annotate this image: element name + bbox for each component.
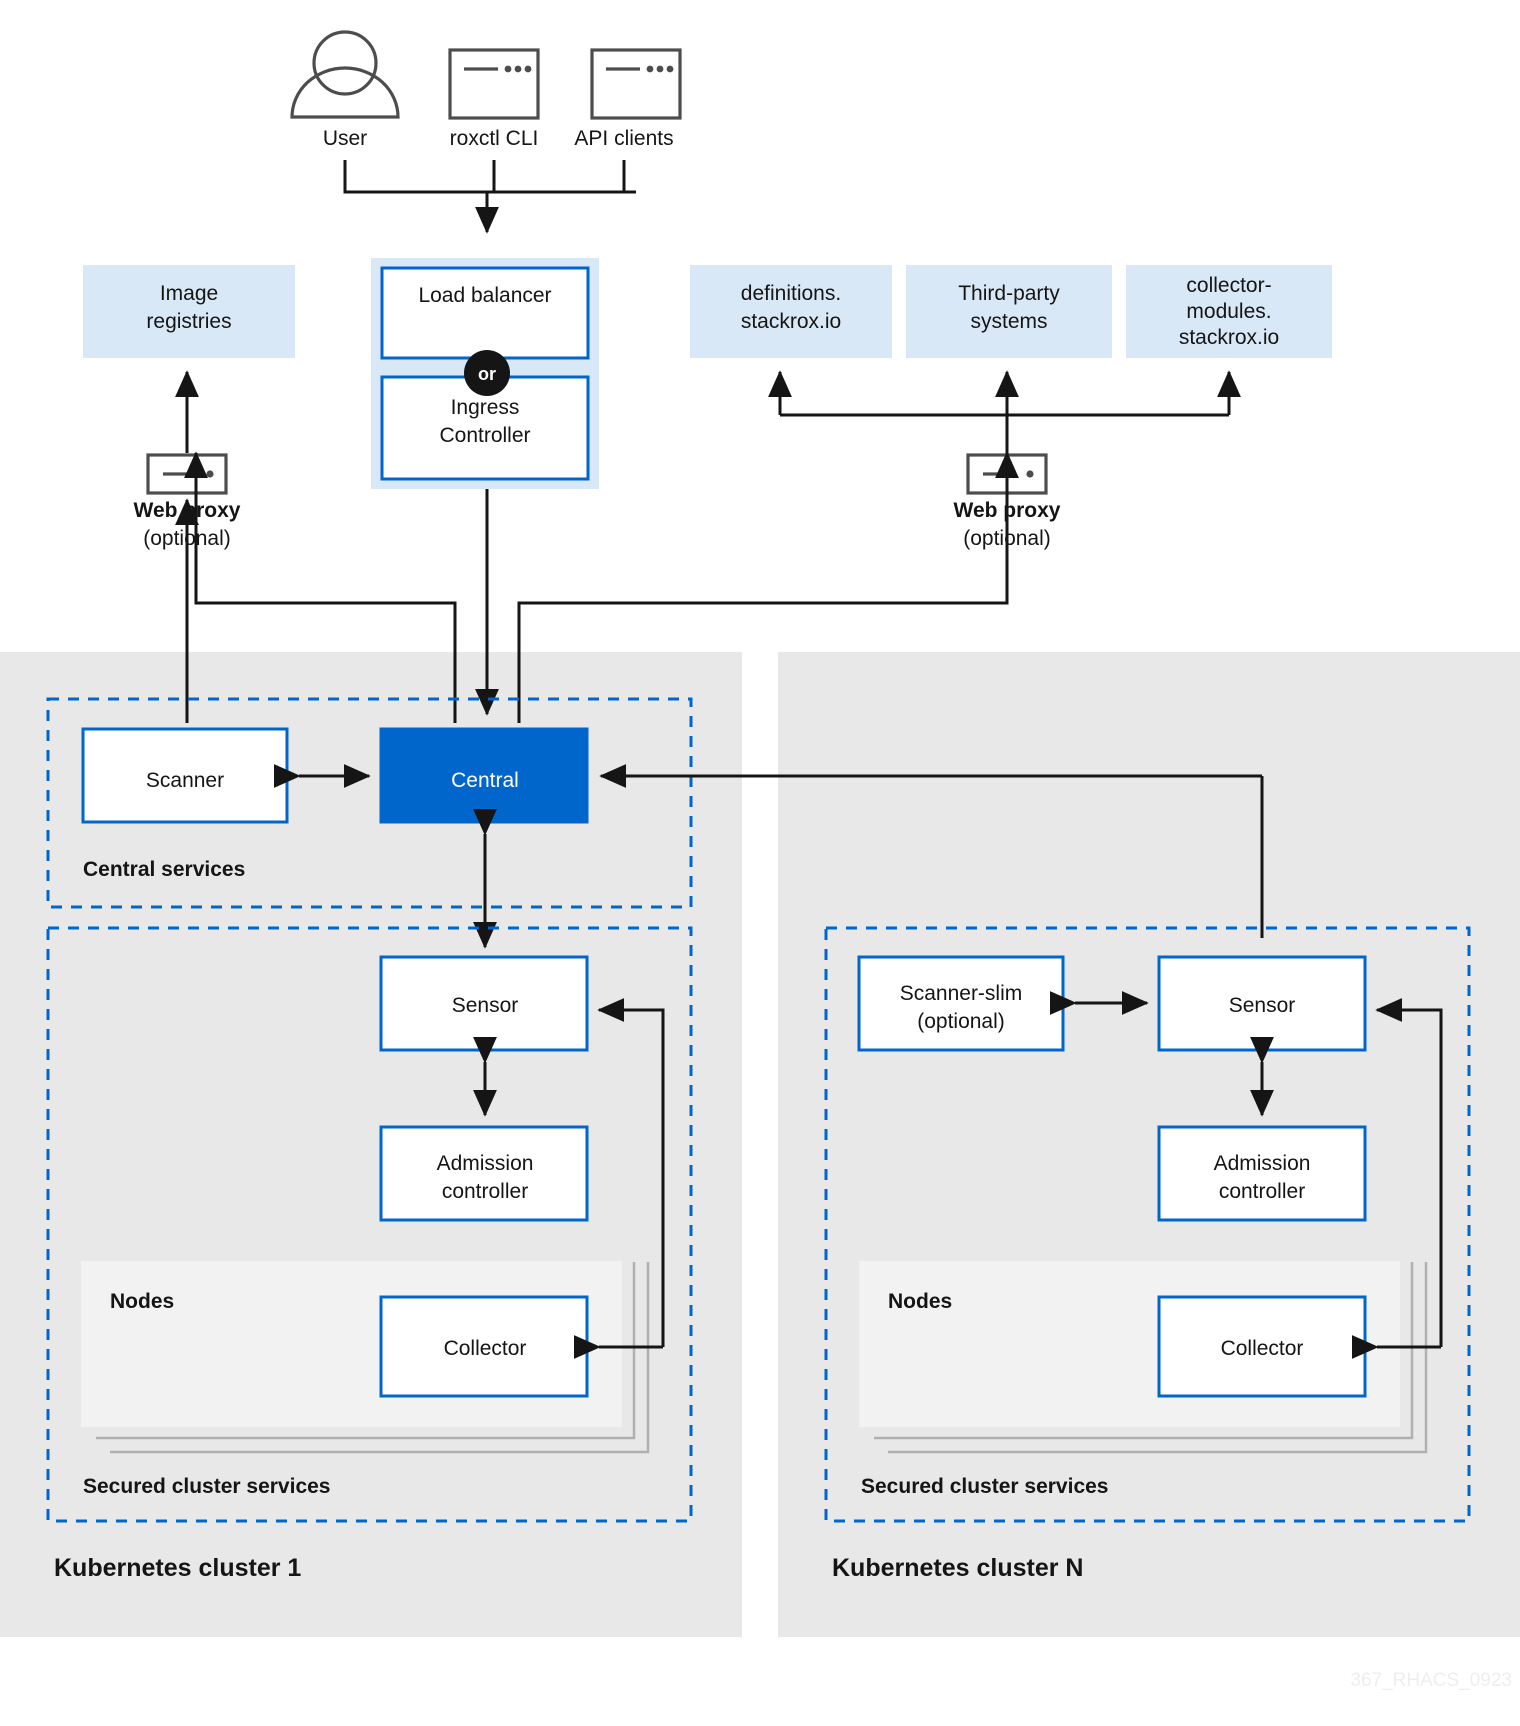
collector-label-1: Collector bbox=[444, 1337, 527, 1360]
central-services-label: Central services bbox=[83, 858, 245, 881]
sensor-label-n: Sensor bbox=[1229, 994, 1296, 1017]
collector-modules-label-line3: stackrox.io bbox=[1179, 326, 1279, 349]
admission-controller-label-n-line2: controller bbox=[1219, 1180, 1305, 1203]
client-label-api: API clients bbox=[574, 127, 673, 150]
scanner-slim-label-line2: (optional) bbox=[917, 1010, 1005, 1033]
client-label-user: User bbox=[323, 127, 367, 150]
definitions-label-line2: stackrox.io bbox=[741, 310, 841, 333]
scanner-slim-label-line1: Scanner-slim bbox=[900, 982, 1023, 1005]
admission-controller-label-1-line2: controller bbox=[442, 1180, 528, 1203]
external-image-registries-box bbox=[83, 265, 295, 358]
collector-modules-label-line1: collector- bbox=[1186, 274, 1271, 297]
secured-cluster-services-label-1: Secured cluster services bbox=[83, 1475, 331, 1498]
nodes-label-n: Nodes bbox=[888, 1290, 952, 1313]
central-services-group bbox=[46, 697, 693, 909]
terminal-window-icon-roxctl bbox=[448, 48, 540, 120]
arrows-proxy-to-external-services bbox=[768, 370, 1241, 453]
arrow-collector-to-sensor-1 bbox=[573, 998, 665, 1359]
external-third-party-box bbox=[906, 265, 1112, 358]
secured-cluster-services-label-n: Secured cluster services bbox=[861, 1475, 1109, 1498]
or-badge-label: or bbox=[478, 364, 496, 384]
admission-controller-label-n-line1: Admission bbox=[1214, 1152, 1311, 1175]
central-label: Central bbox=[451, 769, 519, 792]
collector-box-1[interactable] bbox=[379, 1295, 589, 1398]
image-registries-label-line2: registries bbox=[146, 310, 231, 333]
arrow-central-to-right-proxy bbox=[517, 451, 1019, 723]
scanner-slim-box[interactable] bbox=[857, 955, 1065, 1052]
scanner-label: Scanner bbox=[146, 769, 224, 792]
external-collector-modules-box bbox=[1126, 265, 1332, 358]
external-definitions-box bbox=[690, 265, 892, 358]
or-badge bbox=[464, 350, 510, 396]
sensor-box-1[interactable] bbox=[379, 955, 589, 1052]
kubernetes-cluster-n-label: Kubernetes cluster N bbox=[832, 1554, 1083, 1582]
nodes-label-1: Nodes bbox=[110, 1290, 174, 1313]
third-party-label-line2: systems bbox=[970, 310, 1047, 333]
proxy-device-icon-left bbox=[146, 453, 228, 495]
watermark: 367_RHACS_0923 bbox=[1350, 1670, 1512, 1691]
scanner-box[interactable] bbox=[81, 727, 289, 824]
secured-cluster-services-group-1 bbox=[46, 926, 693, 1523]
collector-label-n: Collector bbox=[1221, 1337, 1304, 1360]
ingress-controller-label-line2: Controller bbox=[439, 424, 530, 447]
arrow-clusterN-sensor-to-central bbox=[599, 764, 1264, 938]
admission-controller-label-1-line1: Admission bbox=[437, 1152, 534, 1175]
admission-controller-box-1[interactable] bbox=[379, 1125, 589, 1222]
arrow-central-to-left-proxy bbox=[184, 451, 457, 723]
collector-modules-label-line2: modules. bbox=[1186, 300, 1271, 323]
ingress-controller-label-line1: Ingress bbox=[451, 396, 520, 419]
definitions-label-line1: definitions. bbox=[741, 282, 841, 305]
kubernetes-cluster-1-label: Kubernetes cluster 1 bbox=[54, 1554, 301, 1582]
load-balancer-label-line1: Load balancer bbox=[418, 284, 551, 307]
clients-to-entrypoint-connector bbox=[343, 160, 636, 234]
third-party-label-line1: Third-party bbox=[958, 282, 1060, 305]
secured-cluster-services-group-n bbox=[824, 926, 1471, 1523]
sensor-box-n[interactable] bbox=[1157, 955, 1367, 1052]
terminal-window-icon-api bbox=[590, 48, 682, 120]
sensor-label-1: Sensor bbox=[452, 994, 519, 1017]
kubernetes-cluster-n-backdrop bbox=[778, 652, 1520, 1637]
arrow-collector-to-sensor-n bbox=[1351, 998, 1443, 1359]
user-icon bbox=[290, 30, 400, 119]
admission-controller-box-n[interactable] bbox=[1157, 1125, 1367, 1222]
image-registries-label-line1: Image bbox=[160, 282, 218, 305]
load-balancer-box[interactable] bbox=[380, 266, 590, 360]
client-label-roxctl: roxctl CLI bbox=[450, 127, 539, 150]
